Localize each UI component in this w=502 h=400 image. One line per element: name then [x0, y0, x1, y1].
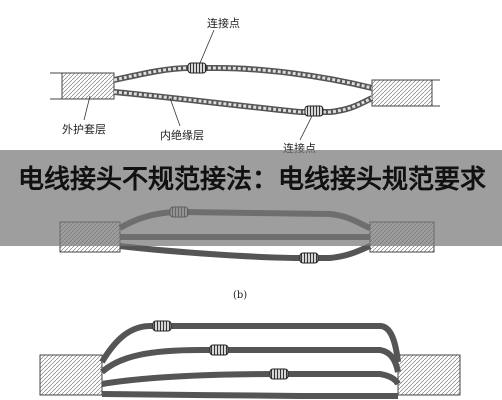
banner-title: 电线接头不规范接法：电线接头规范要求 [17, 165, 486, 195]
label-inner-insulation: 内绝缘层 [160, 128, 204, 142]
leader-top-joint [199, 29, 215, 64]
cable-c-left [39, 354, 103, 396]
wire-c-3 [101, 371, 401, 387]
wire-c-1 [99, 323, 401, 364]
leader-outer-sheath [83, 95, 91, 121]
joint-b-lower-coil [299, 252, 319, 264]
cable-right-sheath [371, 79, 433, 107]
upper-wire-core [113, 66, 373, 90]
leader-bottom-joint [299, 115, 313, 141]
figure-c [39, 320, 461, 399]
leader-inner-insulation [169, 97, 181, 127]
joint-c-2-coil [209, 344, 229, 356]
wire-b-lower [119, 243, 372, 261]
wire-c-4 [101, 391, 398, 399]
cable-left-sheath [61, 72, 115, 100]
label-outer-sheath: 外护套层 [62, 122, 106, 136]
upper-joint-coil [187, 62, 207, 74]
lower-wire [113, 89, 374, 115]
lower-wire-core [113, 90, 373, 114]
figure-a: 连接点 外护套层 内绝缘层 连接点 [50, 17, 440, 155]
joint-c-3-coil [269, 368, 289, 380]
cable-c-right [397, 354, 461, 396]
upper-wire [113, 65, 373, 91]
lower-joint-coil [304, 105, 324, 117]
label-fig-b: (b) [233, 290, 247, 301]
title-banner: 电线接头不规范接法：电线接头规范要求 [0, 150, 502, 246]
wire-c-2 [100, 347, 401, 375]
joint-c-1-coil [152, 320, 172, 332]
label-top-joint: 连接点 [207, 17, 240, 30]
